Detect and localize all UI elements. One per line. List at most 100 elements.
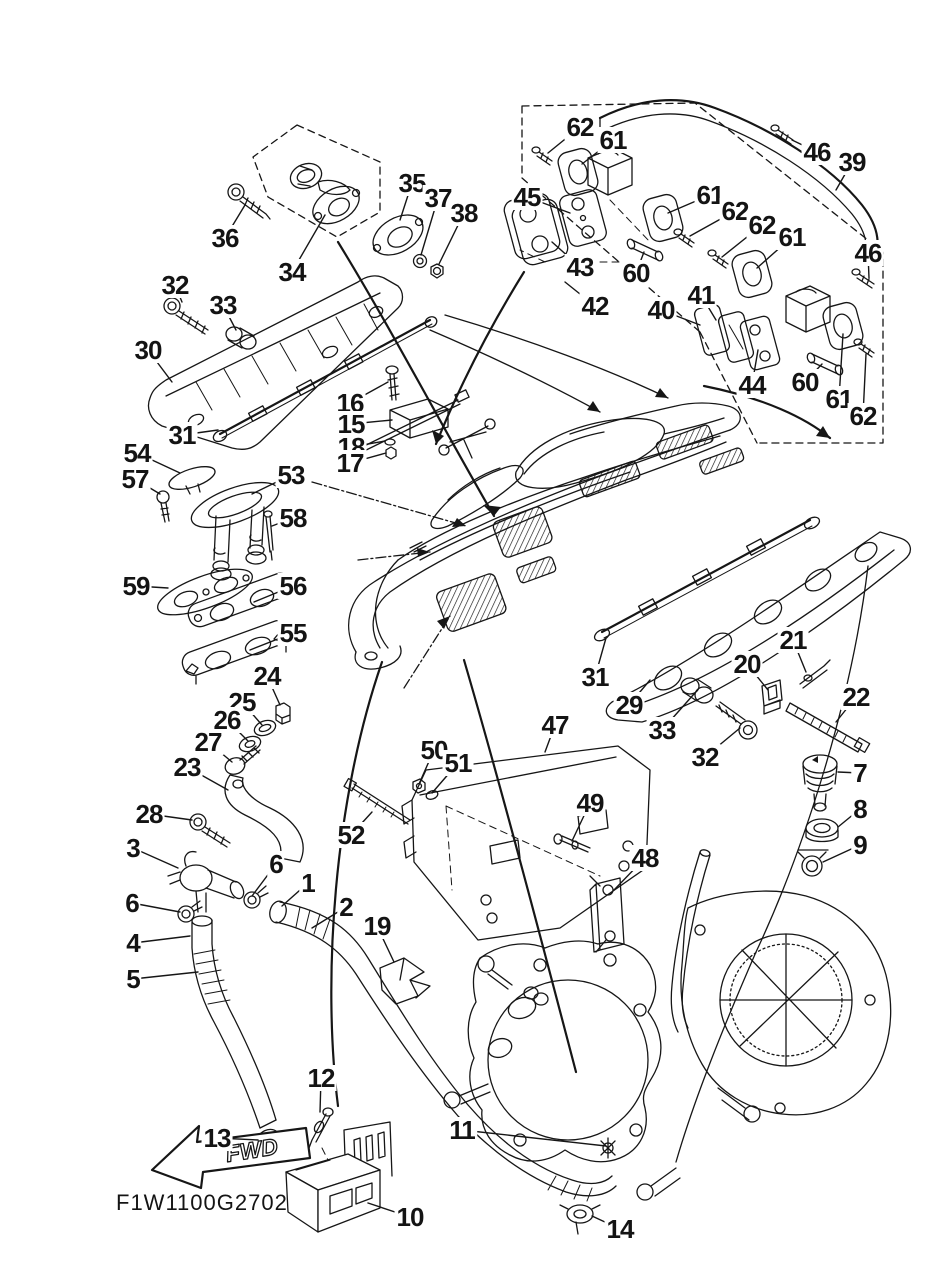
callout-62-73: 62 bbox=[847, 401, 879, 431]
callout-59-17: 59 bbox=[120, 571, 152, 601]
callout-14-38: 14 bbox=[604, 1214, 636, 1244]
callout-17-12: 17 bbox=[334, 448, 366, 478]
callout-26-22: 26 bbox=[211, 705, 243, 735]
callout-33-6: 33 bbox=[207, 290, 239, 320]
callout-33-41: 33 bbox=[646, 715, 678, 745]
callout-7-46: 7 bbox=[851, 758, 869, 788]
diagram-code: F1W1100G2702 bbox=[116, 1190, 288, 1215]
callout-32-42: 32 bbox=[689, 742, 721, 772]
callout-28-25: 28 bbox=[133, 799, 165, 829]
callout-56-18: 56 bbox=[277, 571, 309, 601]
leader-line-11-37 bbox=[461, 1129, 607, 1147]
jet-pump-housing bbox=[636, 849, 892, 1201]
callout-27-23: 27 bbox=[192, 727, 224, 757]
callout-53-15: 53 bbox=[275, 460, 307, 490]
callout-3-26: 3 bbox=[124, 833, 142, 863]
switch-gasket-35 bbox=[372, 214, 424, 256]
callout-61-56: 61 bbox=[597, 125, 629, 155]
handlebar-screws-62-46 bbox=[531, 124, 875, 358]
switch-flange-34 bbox=[312, 185, 361, 225]
callout-46-57: 46 bbox=[801, 137, 833, 167]
callout-51-51: 51 bbox=[442, 748, 474, 778]
callout-62-61: 62 bbox=[719, 196, 751, 226]
callout-41-69: 41 bbox=[685, 280, 717, 310]
breather-hose-4-5 bbox=[191, 915, 280, 1159]
hose-clip-19 bbox=[379, 957, 431, 1005]
hull-fittings-11-14 bbox=[559, 1137, 616, 1235]
callout-31-8: 31 bbox=[166, 420, 198, 450]
callout-11-37: 11 bbox=[447, 1115, 477, 1145]
electrical-bracket-47 bbox=[401, 745, 651, 941]
callout-57-14: 57 bbox=[119, 464, 151, 494]
callout-10-36: 10 bbox=[394, 1202, 426, 1232]
bracket-fastener-stack bbox=[189, 702, 304, 863]
pad-plates-40-41-44 bbox=[693, 304, 781, 371]
rail-bolt-32-collar-33 bbox=[163, 297, 257, 350]
callout-9-48: 9 bbox=[851, 830, 869, 860]
callout-36-0: 36 bbox=[209, 223, 241, 253]
callout-13-35: 13 bbox=[201, 1123, 233, 1153]
handlebar-clamp-blocks bbox=[587, 147, 831, 333]
callout-60-71: 60 bbox=[789, 367, 821, 397]
callout-54-13: 54 bbox=[121, 438, 153, 468]
callout-1-31: 1 bbox=[299, 868, 317, 898]
switch-bolt-36 bbox=[227, 183, 271, 220]
callout-6-28: 6 bbox=[123, 888, 141, 918]
callout-58-16: 58 bbox=[277, 503, 309, 533]
callout-62-55: 62 bbox=[564, 112, 596, 142]
callout-60-66: 60 bbox=[620, 258, 652, 288]
callout-24-20: 24 bbox=[251, 661, 283, 691]
callout-5-30: 5 bbox=[124, 964, 142, 994]
callout-39-58: 39 bbox=[836, 147, 868, 177]
rail-hardware-20-22-32-33 bbox=[680, 659, 871, 753]
callout-52-52: 52 bbox=[335, 820, 367, 850]
callout-49-53: 49 bbox=[574, 788, 606, 818]
callout-35-2: 35 bbox=[396, 168, 428, 198]
callout-19-33: 19 bbox=[361, 911, 393, 941]
callout-2-32: 2 bbox=[337, 892, 355, 922]
callout-23-24: 23 bbox=[171, 752, 203, 782]
callout-30-7: 30 bbox=[132, 335, 164, 365]
bracket-hardware-48-52 bbox=[343, 777, 625, 953]
breather-valve-3 bbox=[167, 850, 245, 913]
cleat-assembly bbox=[156, 466, 293, 685]
cotter-pin-12 bbox=[308, 1107, 334, 1165]
callout-55-19: 55 bbox=[277, 618, 309, 648]
cooling-hose-1-2 bbox=[269, 900, 617, 1202]
callout-34-1: 34 bbox=[276, 257, 308, 287]
handlebar-pads-61 bbox=[557, 147, 864, 351]
callout-42-67: 42 bbox=[579, 291, 611, 321]
routing-curves bbox=[311, 240, 869, 1163]
ecu-unit-10 bbox=[285, 1121, 393, 1233]
callout-6-27: 6 bbox=[267, 849, 285, 879]
callout-20-43: 20 bbox=[731, 649, 763, 679]
leader-line-5-30 bbox=[132, 971, 199, 980]
callout-40-68: 40 bbox=[645, 295, 677, 325]
callout-32-5: 32 bbox=[159, 270, 191, 300]
callout-38-4: 38 bbox=[448, 198, 480, 228]
watercraft-illustration bbox=[348, 402, 745, 670]
callout-21-44: 21 bbox=[777, 625, 809, 655]
callout-62-62: 62 bbox=[746, 210, 778, 240]
callout-15-10: 15 bbox=[335, 409, 367, 439]
callout-4-29: 4 bbox=[124, 928, 142, 958]
transom-plate bbox=[443, 940, 662, 1163]
fwd-direction-arrow: FWD bbox=[150, 1124, 312, 1190]
callout-22-45: 22 bbox=[840, 682, 872, 712]
callout-12-34: 12 bbox=[305, 1063, 337, 1093]
hose-clamps-6 bbox=[177, 885, 269, 923]
leader-line-4-29 bbox=[132, 935, 191, 944]
callout-37-3: 37 bbox=[422, 183, 454, 213]
callout-47-49: 47 bbox=[539, 710, 571, 740]
handlebar-pins-60 bbox=[626, 238, 844, 376]
washer-37-nut-38 bbox=[412, 253, 444, 279]
handlebar-39 bbox=[598, 99, 879, 264]
callout-48-54: 48 bbox=[629, 843, 661, 873]
callout-44-70: 44 bbox=[736, 370, 768, 400]
callout-46-64: 46 bbox=[852, 238, 884, 268]
callout-45-59: 45 bbox=[511, 182, 543, 212]
callout-29-40: 29 bbox=[613, 690, 645, 720]
left-rail-30 bbox=[147, 275, 404, 450]
callout-61-63: 61 bbox=[776, 222, 808, 252]
